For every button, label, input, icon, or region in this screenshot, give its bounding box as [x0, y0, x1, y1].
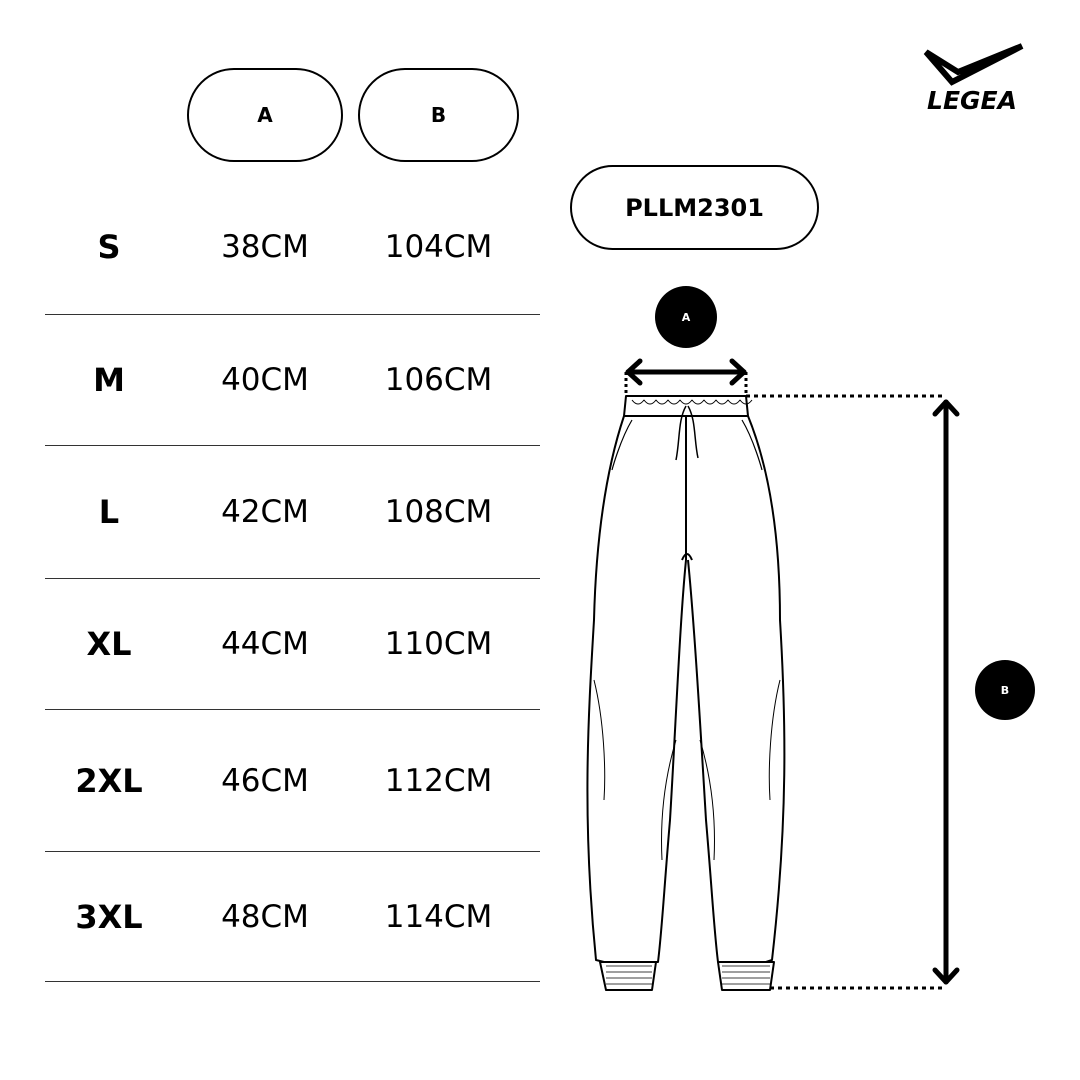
table-row: S 38CM 104CM: [45, 180, 540, 315]
size-label: S: [97, 228, 121, 266]
measure-b: 114CM: [384, 898, 493, 935]
measure-a: 44CM: [221, 626, 309, 662]
product-code: PLLM2301: [570, 165, 819, 250]
measure-b: 110CM: [384, 626, 493, 662]
brand-name: LEGEA: [927, 86, 1017, 115]
measure-b: 106CM: [384, 362, 493, 398]
table-row: M 40CM 106CM: [45, 315, 540, 446]
length-arrow: [932, 399, 960, 985]
measure-a: 48CM: [221, 898, 309, 935]
table-row: L 42CM 108CM: [45, 446, 540, 579]
column-header-a: A: [187, 68, 343, 162]
size-label: M: [93, 361, 125, 399]
size-label: 2XL: [75, 761, 143, 800]
measure-a: 38CM: [221, 229, 309, 265]
measure-a: 40CM: [221, 362, 309, 398]
measure-b: 108CM: [384, 494, 493, 530]
measure-b: 112CM: [384, 762, 493, 799]
length-guide-lines: [746, 394, 946, 990]
waist-arrow: [625, 358, 747, 386]
legea-swoosh-icon: [923, 43, 1024, 86]
table-row: XL 44CM 110CM: [45, 579, 540, 710]
brand-logo: LEGEA: [912, 42, 1032, 120]
waist-guide-lines: [624, 372, 748, 396]
badge-b: B: [975, 660, 1035, 720]
size-label: L: [98, 493, 120, 531]
column-header-b: B: [358, 68, 519, 162]
size-label: XL: [86, 625, 132, 663]
badge-a: A: [655, 286, 717, 348]
measure-b: 104CM: [384, 229, 493, 265]
size-label: 3XL: [75, 897, 143, 936]
pants-outline: [586, 395, 786, 991]
table-row: 2XL 46CM 112CM: [45, 710, 540, 852]
table-row: 3XL 48CM 114CM: [45, 852, 540, 982]
measure-a: 46CM: [221, 762, 309, 799]
measure-a: 42CM: [221, 494, 309, 530]
pants-diagram: [586, 358, 960, 991]
